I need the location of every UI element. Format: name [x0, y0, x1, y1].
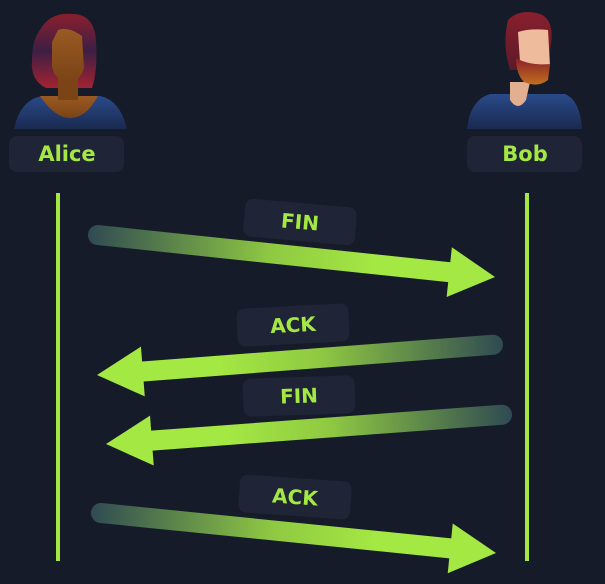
message-label: FIN	[280, 208, 320, 235]
arrow-left	[105, 404, 512, 466]
bearded-man-avatar-icon	[467, 12, 582, 129]
message-label-box	[243, 198, 357, 246]
arrow-right	[88, 225, 495, 298]
message-label-box	[242, 375, 356, 417]
message-3: FIN	[105, 375, 512, 466]
participant-name-bob: Bob	[502, 142, 547, 166]
participant-box-bob	[467, 136, 582, 172]
arrow-left	[96, 334, 503, 397]
arrow-right	[91, 503, 496, 574]
message-1: FIN	[88, 198, 495, 298]
message-label: ACK	[270, 312, 318, 338]
message-4: ACK	[91, 474, 496, 574]
message-label: ACK	[271, 483, 320, 510]
message-label-box	[236, 303, 350, 347]
woman-avatar-icon	[14, 13, 127, 129]
participant-name-alice: Alice	[38, 142, 95, 166]
message-2: ACK	[96, 303, 503, 397]
participant-box-alice	[9, 136, 124, 172]
lifeline-alice	[56, 193, 60, 561]
message-label-box	[238, 474, 352, 520]
message-label: FIN	[280, 383, 319, 408]
lifeline-bob	[525, 193, 529, 561]
